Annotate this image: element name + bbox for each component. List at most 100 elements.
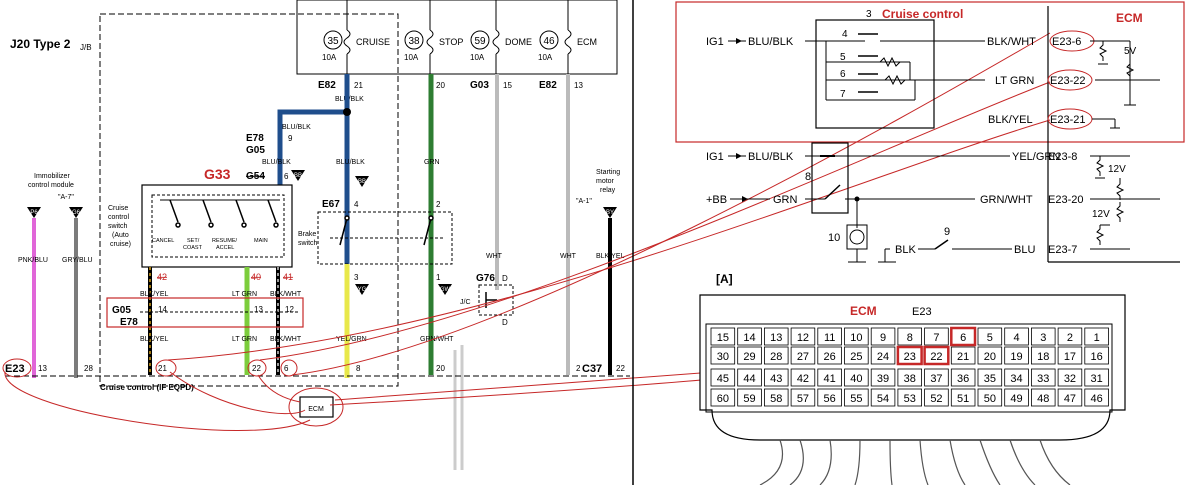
pin-15: 15 bbox=[503, 81, 512, 90]
connector-pin-cell bbox=[977, 327, 1003, 346]
brake-switch-box bbox=[317, 211, 453, 265]
connector-pin-cell bbox=[1084, 368, 1109, 387]
connector-pin-label: 4 bbox=[1013, 332, 1019, 344]
pin-e23-20: E23-20 bbox=[1048, 194, 1083, 206]
pin-21-bottom: 21 bbox=[158, 364, 167, 373]
fuse-46: 46 ECM 10A bbox=[538, 0, 597, 74]
p6-marker bbox=[27, 207, 41, 218]
connector-pin-label: 8 bbox=[907, 332, 913, 344]
connector-pin-cell bbox=[737, 346, 762, 365]
pin-8-bottom: 8 bbox=[356, 364, 361, 373]
diagram-title: J20 Type 2 bbox=[10, 37, 71, 51]
g6-marker bbox=[69, 207, 83, 218]
connector-pin-cell bbox=[710, 346, 736, 365]
connector-pin-cell bbox=[790, 327, 816, 346]
connector-pin-label: 27 bbox=[797, 351, 809, 363]
jb-label: J/B bbox=[80, 43, 92, 52]
connector-pin-label: 19 bbox=[1010, 351, 1022, 363]
connector-pin-cell bbox=[870, 327, 896, 346]
fuse-num: 38 bbox=[408, 36, 420, 47]
connector-pin-label: 52 bbox=[930, 393, 942, 405]
brake-pin-3: 3 bbox=[354, 273, 359, 282]
wire-blk-yel-lower: BLK/YEL bbox=[140, 336, 169, 343]
connector-pin-label: 3 bbox=[1040, 332, 1046, 344]
connector-pin-cell bbox=[977, 368, 1003, 387]
connector-pin-label: 47 bbox=[1064, 393, 1076, 405]
connector-pin-label: 35 bbox=[984, 373, 996, 385]
pin-6-bottom: 6 bbox=[284, 364, 289, 373]
connector-pin-cell bbox=[817, 346, 842, 365]
connector-pin-label: 16 bbox=[1091, 351, 1103, 363]
connector-pin-cell bbox=[1004, 327, 1029, 346]
ecm-5v-circuit bbox=[1090, 40, 1160, 129]
row-num-8: 8 bbox=[805, 171, 811, 183]
relay-box bbox=[811, 142, 849, 214]
fuse-amp: 10A bbox=[404, 53, 419, 62]
pin-41: 41 bbox=[283, 272, 293, 282]
connector-pin-label: 25 bbox=[850, 351, 862, 363]
starter-relay-label-3: relay bbox=[600, 187, 616, 194]
conn-e82-b: E82 bbox=[539, 80, 557, 91]
brake-pin-1: 1 bbox=[436, 273, 441, 282]
cruise-control-highlight bbox=[675, 1, 1185, 143]
connector-pin-cell bbox=[737, 368, 762, 387]
connector-pin-cell bbox=[923, 345, 950, 366]
jb-dashed-box bbox=[99, 13, 399, 387]
cruise-switch-title-5: cruise) bbox=[110, 241, 131, 248]
connector-pin-cell bbox=[924, 327, 949, 346]
connector-pin-cell bbox=[817, 368, 842, 387]
connector-pin-label: 40 bbox=[850, 373, 862, 385]
connector-pin-cell bbox=[870, 388, 896, 407]
g54-label: G54 bbox=[246, 171, 265, 182]
g33-label: G33 bbox=[204, 166, 231, 182]
cruise-switch-contacts bbox=[169, 199, 279, 228]
connector-pin-cell bbox=[897, 368, 923, 387]
connector-pin-cell bbox=[737, 327, 762, 346]
fuse-amp: 10A bbox=[470, 53, 485, 62]
fuse-name: ECM bbox=[577, 37, 597, 47]
connector-pin-label: 15 bbox=[717, 332, 729, 344]
connector-pin-cell bbox=[764, 368, 789, 387]
voltage-5v: 5V bbox=[1124, 46, 1137, 57]
cruise-switch-title-1: Cruise bbox=[108, 205, 128, 212]
blk-yel-label: BLK/YEL bbox=[988, 114, 1033, 126]
starter-relay-label-2: motor bbox=[596, 178, 615, 185]
fuse-name: DOME bbox=[505, 37, 532, 47]
wire-gry-blu-label: GRY/BLU bbox=[62, 257, 93, 264]
wire-grn-wht-label: GRN/WHT bbox=[420, 336, 454, 343]
fuse-amp: 10A bbox=[322, 53, 337, 62]
connector-pin-cell bbox=[950, 388, 976, 407]
connector-pin-cell bbox=[790, 346, 816, 365]
connector-pin-label: 37 bbox=[930, 373, 942, 385]
connector-pin-cell bbox=[790, 388, 816, 407]
yel-grn-label-r: YEL/GRN bbox=[1012, 151, 1060, 163]
connector-pin-label: 20 bbox=[984, 351, 996, 363]
blk-wht-label: BLK/WHT bbox=[987, 36, 1036, 48]
fuse-name: CRUISE bbox=[356, 37, 390, 47]
connector-pin-label: 50 bbox=[984, 393, 996, 405]
connector-pin-cell bbox=[764, 346, 789, 365]
gw-marker-text: GW bbox=[440, 287, 451, 293]
connector-pin-label: 33 bbox=[1037, 373, 1049, 385]
ecm-12v-circuits bbox=[1090, 155, 1160, 263]
pin-42: 42 bbox=[157, 272, 167, 282]
connector-pin-cell bbox=[897, 327, 923, 346]
row-num-6: 6 bbox=[840, 69, 846, 80]
connector-pin-label: 58 bbox=[770, 393, 782, 405]
connector-pin-label: 31 bbox=[1091, 373, 1103, 385]
pin-e23-21: E23-21 bbox=[1050, 114, 1085, 126]
contact-main: MAIN bbox=[254, 238, 268, 244]
connector-pin-label: 43 bbox=[770, 373, 782, 385]
connector-pin-label: 42 bbox=[797, 373, 809, 385]
connector-pin-cell bbox=[790, 368, 816, 387]
fuse-num: 35 bbox=[327, 36, 339, 47]
connector-pin-label: 13 bbox=[770, 332, 782, 344]
connector-pin-label: 6 bbox=[960, 332, 966, 344]
ig1-label-1: IG1 bbox=[706, 36, 724, 48]
connector-pin-cell bbox=[977, 388, 1003, 407]
connector-pin-cell bbox=[950, 368, 976, 387]
connector-pin-label: 56 bbox=[824, 393, 836, 405]
connector-pin-label: 26 bbox=[824, 351, 836, 363]
